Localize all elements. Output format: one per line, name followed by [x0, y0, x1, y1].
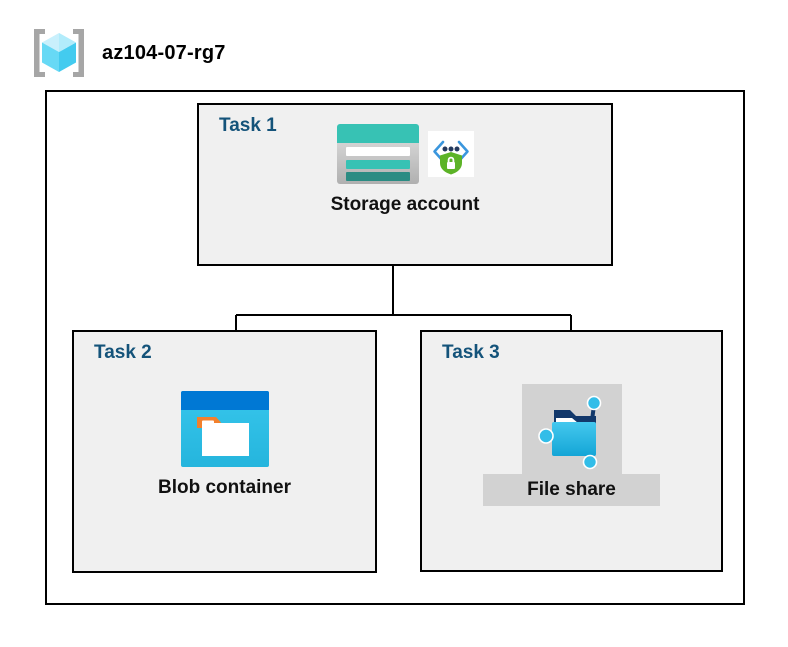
task-1-label: Task 1 — [219, 115, 277, 136]
resource-group-title: az104-07-rg7 — [102, 41, 226, 64]
storage-account-caption: Storage account — [330, 194, 480, 215]
task-1-box: Task 1 — [197, 103, 613, 266]
task-1-icon-row — [336, 123, 474, 185]
file-share-icon — [532, 390, 612, 472]
task-3-box: Task 3 — [420, 330, 723, 572]
blob-container-node[interactable]: Blob container — [74, 390, 375, 501]
resource-group-icon — [30, 26, 88, 80]
file-share-caption: File share — [483, 474, 660, 506]
blob-container-caption: Blob container — [157, 477, 291, 498]
resource-group-header: az104-07-rg7 — [30, 26, 226, 80]
file-share-node[interactable]: File share — [422, 384, 721, 506]
file-share-icon-highlight — [521, 384, 622, 474]
blob-container-icon — [180, 390, 270, 468]
task-2-label: Task 2 — [94, 342, 152, 363]
task-2-box: Task 2 Blob container — [72, 330, 377, 573]
task-3-label: Task 3 — [442, 342, 500, 363]
security-shield-icon — [428, 123, 474, 177]
storage-account-node[interactable]: Storage account — [199, 123, 611, 218]
storage-account-icon — [336, 123, 420, 185]
